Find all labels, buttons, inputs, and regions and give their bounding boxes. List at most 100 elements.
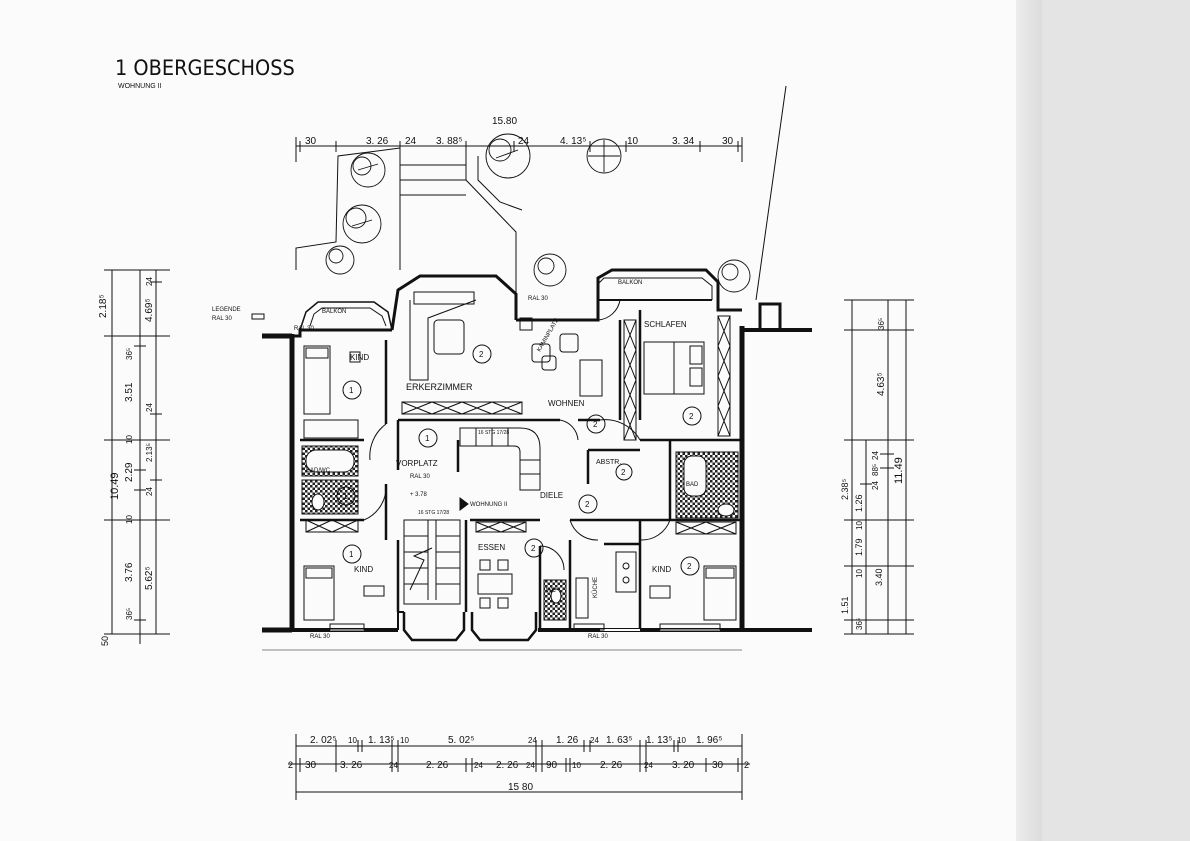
interior-walls — [300, 310, 742, 630]
page-margin — [1042, 0, 1190, 841]
ral-label: RAL 30 — [528, 296, 548, 302]
dim-bottom: 10 — [572, 761, 581, 770]
room-label-schlafen: SCHLAFEN — [644, 320, 687, 329]
dim-left: 2.18⁵ — [98, 294, 109, 318]
room-label-diele: DIELE — [540, 491, 563, 500]
dim-bottom: 1. 13⁵ — [368, 735, 394, 746]
room-marker: 2 — [585, 500, 590, 509]
dim-right: 3.40 — [874, 568, 884, 586]
dim-left: 3.51 — [124, 382, 135, 402]
dim-bottom: 24 — [590, 736, 599, 745]
dim-bottom: 1. 13⁵ — [646, 735, 672, 746]
level-label: + 3.78 — [410, 492, 428, 498]
room-label-kueche: KÜCHE — [592, 577, 599, 598]
room-marker-circles — [336, 344, 702, 576]
floor-plan: LEGENDE RAL 30 KIND ERKERZIMMER WOHNEN S… — [98, 85, 914, 800]
room-label-erkerzimmer: ERKERZIMMER — [406, 382, 473, 392]
dim-bottom: 2. 26 — [426, 760, 449, 771]
dim-right: 24 — [871, 481, 880, 490]
room-marker: 1 — [343, 492, 348, 501]
apartment-label: WOHNUNG II — [470, 502, 508, 508]
dim-top: 3. 34 — [672, 136, 695, 147]
dim-left: 24 — [145, 277, 154, 286]
page-fold — [1016, 0, 1042, 841]
dim-bottom: 24 — [644, 761, 653, 770]
dimension-top — [295, 137, 743, 162]
dim-bottom: 30 — [712, 760, 724, 771]
dim-left: 5.62⁵ — [144, 566, 155, 590]
dim-right: 88⁵ — [871, 464, 880, 476]
room-marker: 2 — [531, 544, 536, 553]
room-label-kind-nw: KIND — [350, 353, 369, 362]
dim-left: 24 — [145, 487, 154, 496]
wardrobe — [305, 315, 737, 535]
dim-top: 3. 88⁵ — [436, 136, 462, 147]
dim-bottom: 3. 20 — [672, 760, 695, 771]
dim-bottom: 24 — [474, 761, 483, 770]
dim-right: 1.26 — [854, 494, 864, 512]
room-label-abstr: ABSTR. — [596, 459, 621, 466]
tree-icon — [325, 133, 751, 293]
room-marker: 2 — [479, 350, 484, 359]
legend-value: RAL 30 — [212, 316, 232, 322]
dim-left: 10 — [125, 515, 134, 524]
dim-bottom: 10 — [348, 736, 357, 745]
dim-top: 24 — [405, 136, 417, 147]
dim-bottom: 2. 26 — [600, 760, 623, 771]
stairs-label: 16 STG 17/28 — [418, 510, 449, 516]
furniture — [262, 291, 742, 651]
dim-left: 2.13⁵ — [145, 443, 154, 462]
dim-bottom: 2 — [744, 760, 749, 770]
page-subtitle: WOHNUNG II — [118, 83, 162, 90]
dim-left: 2.29 — [124, 462, 135, 482]
dim-bottom: 10 — [400, 736, 409, 745]
dim-right: 4.63⁵ — [876, 372, 887, 396]
room-label-wohnen: WOHNEN — [548, 399, 585, 408]
dim-bottom: 30 — [305, 760, 317, 771]
dim-top: 24 — [518, 136, 530, 147]
legend-swatch — [251, 313, 265, 320]
dim-left: 36⁵ — [125, 608, 134, 620]
dim-right: 2.38⁵ — [840, 478, 850, 500]
dimension-left — [104, 269, 170, 644]
room-label-kind-sw: KIND — [354, 565, 373, 574]
dim-bottom: 24 — [389, 761, 398, 770]
room-label-bad-east: BAD — [686, 482, 699, 488]
dim-bottom: 24 — [528, 736, 537, 745]
dim-left: 4.69⁵ — [144, 298, 155, 322]
dim-bottom: 1. 26 — [556, 735, 579, 746]
dim-bottom: 2 — [288, 760, 293, 770]
dim-top: 3. 26 — [366, 136, 389, 147]
dimension-right — [844, 299, 914, 635]
dim-bottom: 2. 26 — [496, 760, 519, 771]
stairs-label: 16 STG 17/28 — [478, 430, 509, 436]
dimension-bottom — [288, 734, 750, 800]
room-label-bad-west: BAD/WC — [306, 468, 331, 474]
room-marker: 1 — [425, 434, 430, 443]
room-label-balkon-west: BALKON — [322, 309, 346, 315]
room-label-wc: WC — [546, 588, 557, 594]
dim-left: 3.76 — [124, 562, 135, 582]
garden-area — [295, 85, 787, 301]
dim-right: 10 — [855, 569, 864, 578]
dim-right: 36⁵ — [877, 318, 886, 330]
dim-bottom: 24 — [526, 761, 535, 770]
dim-left: 50 — [100, 636, 110, 646]
room-marker: 2 — [593, 420, 598, 429]
ral-label: RAL 30 — [290, 584, 296, 604]
dim-top: 10 — [627, 136, 639, 147]
room-marker: 1 — [349, 386, 354, 395]
dim-right: 36⁵ — [855, 618, 864, 630]
room-label-balkon-east: BALKON — [618, 280, 642, 286]
room-label-vorplatz: VORPLATZ — [396, 459, 438, 468]
dim-right: 1.51 — [840, 596, 850, 614]
ral-label: RAL 30 — [588, 634, 608, 640]
dim-left: 10 — [125, 435, 134, 444]
dim-left: 36⁵ — [125, 348, 134, 360]
dim-right: 10 — [855, 521, 864, 530]
dim-bottom: 2. 02⁵ — [310, 735, 336, 746]
dim-top: 30 — [722, 136, 734, 147]
dim-total-top: 15.80 — [492, 116, 517, 127]
dim-right-total: 11.49 — [893, 457, 905, 484]
